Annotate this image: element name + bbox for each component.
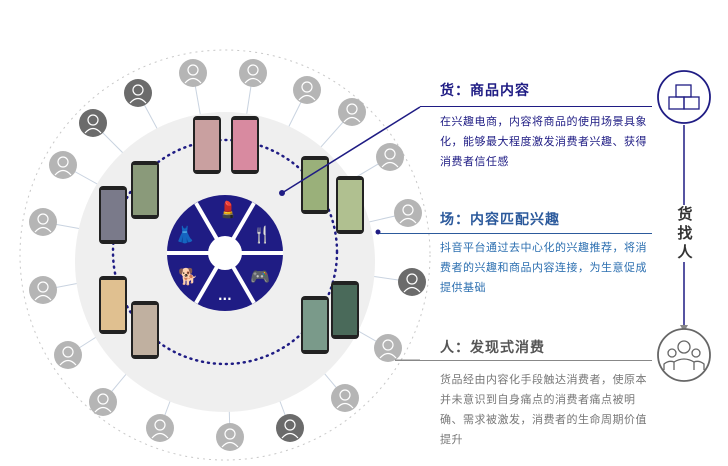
people-body: 货品经由内容化手段触达消费者，使原本并未意识到自身痛点的消费者痛点被明确、需求被… bbox=[440, 373, 647, 446]
consumer-avatar-icon bbox=[29, 208, 57, 236]
people-title: 人：发现式消费 bbox=[440, 340, 545, 356]
category-wheel: 💄 🍴 🎮 👗 🐕 ... bbox=[167, 195, 283, 311]
consumer-avatar-icon bbox=[239, 59, 267, 87]
consumer-avatar-icon bbox=[124, 79, 152, 107]
gamepad-icon: 🎮 bbox=[250, 267, 270, 286]
consumer-avatar-icon bbox=[146, 414, 174, 442]
beauty-icon: 💄 bbox=[218, 200, 238, 219]
consumer-avatar-icon bbox=[29, 276, 57, 304]
phone-screenshot bbox=[131, 301, 159, 359]
consumer-avatar-icon bbox=[376, 143, 404, 171]
field-divider bbox=[380, 233, 652, 234]
phone-screenshot bbox=[193, 116, 221, 174]
people-group-icon bbox=[657, 328, 711, 382]
outer-dotted-ring bbox=[19, 49, 431, 461]
phone-screenshot bbox=[331, 281, 359, 339]
field-body: 抖音平台通过去中心化的兴趣推荐，将消费者的兴趣和商品内容连接，为生意促成提供基础 bbox=[440, 241, 647, 294]
phone-screenshot bbox=[99, 276, 127, 334]
phone-screenshot bbox=[231, 116, 259, 174]
field-title: 场：内容匹配兴趣 bbox=[440, 212, 560, 228]
goods-connector bbox=[281, 106, 421, 194]
food-icon: 🍴 bbox=[252, 225, 272, 244]
consumer-avatar-icon bbox=[293, 76, 321, 104]
consumer-avatar-icon bbox=[374, 334, 402, 362]
consumer-avatar-icon bbox=[398, 268, 426, 296]
phone-screenshot bbox=[131, 161, 159, 219]
phone-screenshot bbox=[301, 296, 329, 354]
side-label: 货找人 bbox=[675, 205, 695, 262]
consumer-avatar-icon bbox=[49, 151, 77, 179]
consumer-avatar-icon bbox=[394, 199, 422, 227]
consumer-avatar-icon bbox=[54, 341, 82, 369]
pet-icon: 🐕 bbox=[178, 267, 198, 286]
consumer-avatar-icon bbox=[216, 423, 244, 451]
goods-divider bbox=[420, 106, 652, 107]
goods-title: 货：商品内容 bbox=[440, 83, 530, 99]
consumer-avatar-icon bbox=[331, 384, 359, 412]
apparel-icon: 👗 bbox=[175, 225, 195, 244]
phone-screenshot bbox=[99, 186, 127, 244]
consumer-avatar-icon bbox=[89, 388, 117, 416]
consumer-avatar-icon bbox=[276, 414, 304, 442]
consumer-avatar-icon bbox=[179, 59, 207, 87]
people-divider bbox=[395, 360, 652, 361]
more-label: ... bbox=[218, 289, 232, 303]
field-connector-dot bbox=[375, 229, 381, 235]
phone-screenshot bbox=[301, 156, 329, 214]
consumer-avatar-icon bbox=[338, 98, 366, 126]
goods-body: 在兴趣电商，内容将商品的使用场景具象化，能够最大程度激发消费者兴趣、获得消费者信… bbox=[440, 115, 647, 168]
navy-dotted-ring bbox=[111, 138, 339, 366]
phone-screenshot bbox=[336, 176, 364, 234]
consumer-avatar-icon bbox=[79, 109, 107, 137]
